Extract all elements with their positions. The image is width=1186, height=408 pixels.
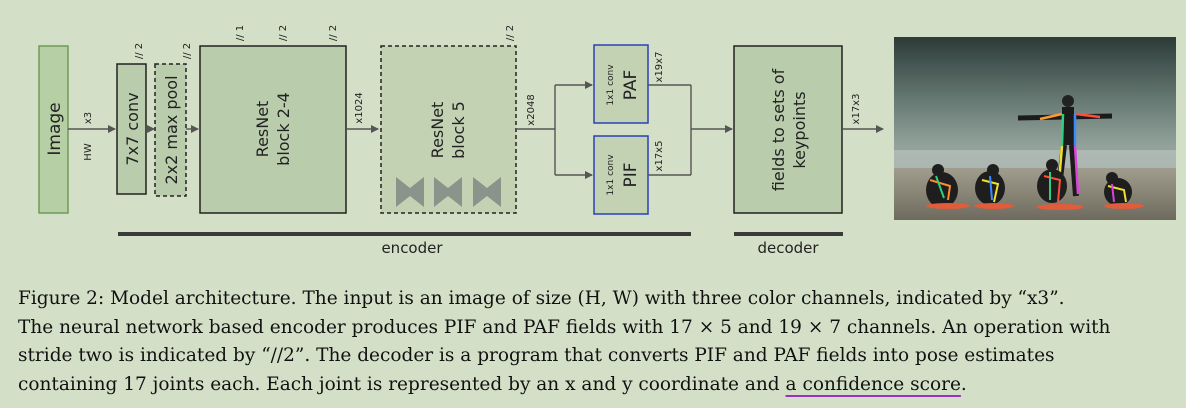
pif-block (593, 135, 649, 215)
conv7-block (116, 63, 147, 195)
resnet5-label-line1: ResNet (428, 102, 447, 159)
caption-line-2: The neural network based encoder produce… (18, 316, 1111, 338)
paf-label: PAF (621, 70, 641, 101)
decoder-bar (734, 232, 843, 236)
stride-res-b-annotation: // 2 (278, 25, 289, 41)
stride-res5-annotation: // 2 (505, 25, 516, 41)
bowtie-icons (396, 177, 501, 207)
caption-line-4: containing 17 joints each. Each joint is… (18, 371, 1178, 400)
decoder-label: decoder (757, 239, 819, 257)
decoder-label-line1: fields to sets of (769, 68, 788, 191)
resnet24-label-line1: ResNet (253, 101, 272, 158)
decoder-label-line2: keypoints (790, 91, 809, 168)
x17x5-annotation: x17x5 (654, 141, 665, 172)
caption-line-4-end: . (960, 373, 967, 395)
bowtie-icon (396, 177, 424, 207)
stride-conv-annotation: // 2 (134, 43, 145, 59)
conv7-label: 7x7 conv (123, 92, 142, 165)
bowtie-icon (473, 177, 501, 207)
paf-conv-label: 1x1 conv (606, 64, 616, 106)
x2048-annotation: x2048 (526, 94, 537, 125)
image-label: Image (45, 102, 65, 155)
x17x3-annotation: x17x3 (851, 94, 862, 125)
stride-res-c-annotation: // 2 (328, 25, 339, 41)
x1024-annotation: x1024 (354, 92, 365, 123)
resnet5-label-line2: block 5 (449, 101, 468, 159)
paf-block (593, 44, 649, 124)
hw-annotation: HW (83, 143, 94, 161)
figure-caption: Figure 2: Model architecture. The input … (18, 285, 1178, 399)
encoder-bar (118, 232, 691, 236)
caption-line-4-text: containing 17 joints each. Each joint is… (18, 373, 786, 395)
architecture-diagram: Image HW x3 7x7 conv // 2 2x2 max pool /… (38, 25, 1176, 257)
stride-res-a-annotation: // 1 (235, 25, 246, 41)
image-block (38, 45, 69, 214)
maxpool-label: 2x2 max pool (162, 75, 181, 184)
pif-label: PIF (621, 162, 641, 187)
bowtie-icon (434, 177, 462, 207)
caption-line-1: Figure 2: Model architecture. The input … (18, 288, 1065, 309)
resnet24-label-line2: block 2-4 (274, 92, 293, 166)
x19x7-annotation: x19x7 (654, 52, 665, 83)
encoder-label: encoder (381, 239, 443, 257)
output-pose-image (894, 37, 1176, 220)
x3-annotation: x3 (83, 112, 94, 124)
caption-line-3: stride two is indicated by “//2”. The de… (18, 345, 1055, 366)
maxpool-block (154, 63, 187, 197)
resnet24-block (199, 45, 347, 214)
stride-pool-annotation: // 2 (182, 43, 193, 59)
confidence-score-link[interactable]: a confidence score (785, 373, 961, 395)
decoder-block (733, 45, 843, 214)
pif-conv-label: 1x1 conv (606, 154, 616, 196)
